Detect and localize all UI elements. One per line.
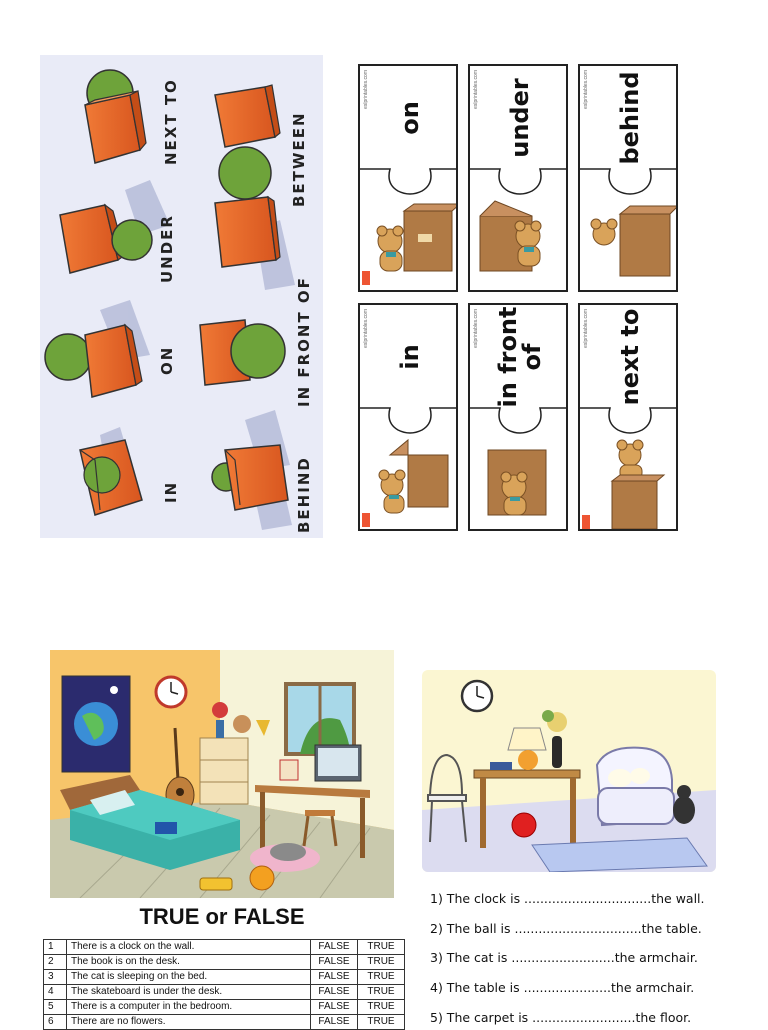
bear-on-box-illustration xyxy=(580,407,676,529)
row-number: 4 xyxy=(43,984,67,1000)
row-statement: There is a computer in the bedroom. xyxy=(66,999,311,1015)
row-statement: The cat is sleeping on the bed. xyxy=(66,969,311,985)
row-number: 5 xyxy=(43,999,67,1015)
armchair xyxy=(595,746,675,827)
cat xyxy=(673,785,695,824)
true-false-title: TRUE or FALSE xyxy=(139,904,305,929)
living-room-illustration xyxy=(422,670,716,872)
row-statement: The book is on the desk. xyxy=(66,954,311,970)
cat xyxy=(270,843,306,861)
wall-clock xyxy=(154,675,188,709)
label-on: ON xyxy=(158,345,176,375)
poster-illustrations xyxy=(44,69,295,530)
bear-under-box-illustration xyxy=(470,407,566,516)
true-option[interactable]: TRUE xyxy=(357,999,405,1015)
table xyxy=(473,762,581,848)
row-statement: There is a clock on the wall. xyxy=(66,939,311,955)
box-on xyxy=(84,323,143,398)
true-option[interactable]: TRUE xyxy=(357,939,405,955)
puzzle-card-on: eslprintables.com on xyxy=(358,64,458,292)
row-number: 2 xyxy=(43,954,67,970)
label-between: BETWEEN xyxy=(290,111,308,207)
label-behind: BEHIND xyxy=(295,456,313,533)
ball-on xyxy=(44,333,92,381)
space-poster xyxy=(61,675,131,773)
ball-in-front-of xyxy=(230,323,286,379)
row-number: 3 xyxy=(43,969,67,985)
puzzle-card-behind: eslprintables.com behind xyxy=(578,64,678,292)
ball xyxy=(249,865,275,891)
bed xyxy=(60,775,240,870)
label-under: UNDER xyxy=(158,214,176,283)
desk xyxy=(255,785,370,858)
sentence-1: 1) The clock is ........................… xyxy=(430,891,705,906)
false-option[interactable]: FALSE xyxy=(310,1014,358,1030)
sentence-2: 2) The ball is .........................… xyxy=(430,921,702,936)
ball xyxy=(511,812,537,838)
false-option[interactable]: FALSE xyxy=(310,954,358,970)
label-next-to: NEXT TO xyxy=(162,78,180,165)
box-behind xyxy=(224,444,289,511)
ball-between xyxy=(218,146,272,200)
puzzle-card-under: eslprintables.com under xyxy=(468,64,568,292)
bear-next-to-box-illustration xyxy=(580,168,676,277)
bear-in-open-box-illustration xyxy=(470,168,566,272)
prepositions-poster: NEXT TO BETWEEN UNDER ON IN FRONT OF IN … xyxy=(40,55,323,538)
false-option[interactable]: FALSE xyxy=(310,999,358,1015)
true-option[interactable]: TRUE xyxy=(357,984,405,1000)
carpet xyxy=(531,837,708,872)
false-option[interactable]: FALSE xyxy=(310,939,358,955)
chair xyxy=(427,753,467,843)
row-statement: The skateboard is under the desk. xyxy=(66,984,311,1000)
ball-under xyxy=(111,219,153,261)
dresser xyxy=(199,737,249,805)
bear-in-front-of-box-illustration xyxy=(360,407,456,527)
window xyxy=(284,682,356,756)
label-in-front-of: IN FRONT OF xyxy=(295,276,313,407)
box-between-bottom xyxy=(214,195,281,268)
box-in xyxy=(79,439,143,516)
puzzle-card-in: eslprintables.com in xyxy=(358,303,458,531)
sentence-4: 4) The table is ......................th… xyxy=(430,980,695,995)
false-option[interactable]: FALSE xyxy=(310,969,358,985)
row-statement: There are no flowers. xyxy=(66,1014,311,1030)
row-number: 6 xyxy=(43,1014,67,1030)
true-option[interactable]: TRUE xyxy=(357,969,405,985)
label-in: IN xyxy=(162,480,180,503)
wall-clock xyxy=(460,679,494,713)
box-next-to xyxy=(84,90,147,164)
bear-behind-box-illustration xyxy=(360,168,456,285)
toy-car xyxy=(199,877,233,891)
box-between-top xyxy=(214,84,281,148)
true-option[interactable]: TRUE xyxy=(357,954,405,970)
true-option[interactable]: TRUE xyxy=(357,1014,405,1030)
puzzle-card-next-to: eslprintables.com next to xyxy=(578,303,678,531)
sentence-5: 5) The carpet is .......................… xyxy=(430,1010,692,1025)
bedroom-illustration xyxy=(50,650,394,898)
row-number: 1 xyxy=(43,939,67,955)
false-option[interactable]: FALSE xyxy=(310,984,358,1000)
sentence-3: 3) The cat is ..........................… xyxy=(430,950,698,965)
